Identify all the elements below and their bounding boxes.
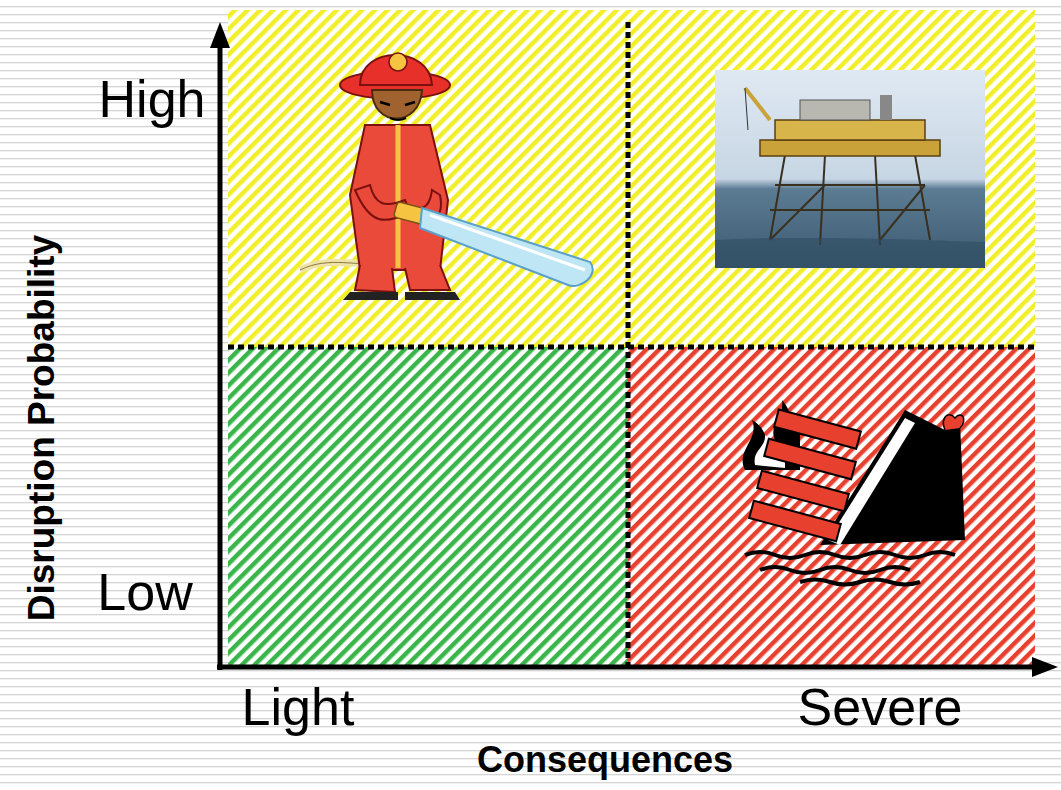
x-axis-arrowhead bbox=[1032, 657, 1058, 677]
divider-horizontal bbox=[228, 345, 1035, 350]
y-axis bbox=[218, 40, 223, 670]
quadrant-high-light bbox=[228, 10, 628, 347]
x-axis bbox=[217, 665, 1038, 670]
oil-platform-photo bbox=[715, 70, 985, 268]
y-axis-arrowhead bbox=[210, 22, 230, 48]
sinking-ship-illustration bbox=[743, 400, 965, 585]
quadrant-high-severe bbox=[628, 10, 1035, 347]
axis-label: Disruption Probability bbox=[22, 235, 63, 621]
divider-vertical bbox=[626, 22, 631, 665]
quadrant-low-severe bbox=[628, 347, 1035, 665]
axis-label: Light bbox=[242, 679, 355, 736]
firefighter-illustration bbox=[300, 53, 593, 300]
axis-label: Low bbox=[97, 564, 192, 621]
axis-label: Consequences bbox=[477, 740, 733, 780]
quadrant-low-light bbox=[228, 347, 628, 665]
axis-label: Severe bbox=[798, 679, 963, 736]
axis-label: High bbox=[99, 71, 206, 128]
